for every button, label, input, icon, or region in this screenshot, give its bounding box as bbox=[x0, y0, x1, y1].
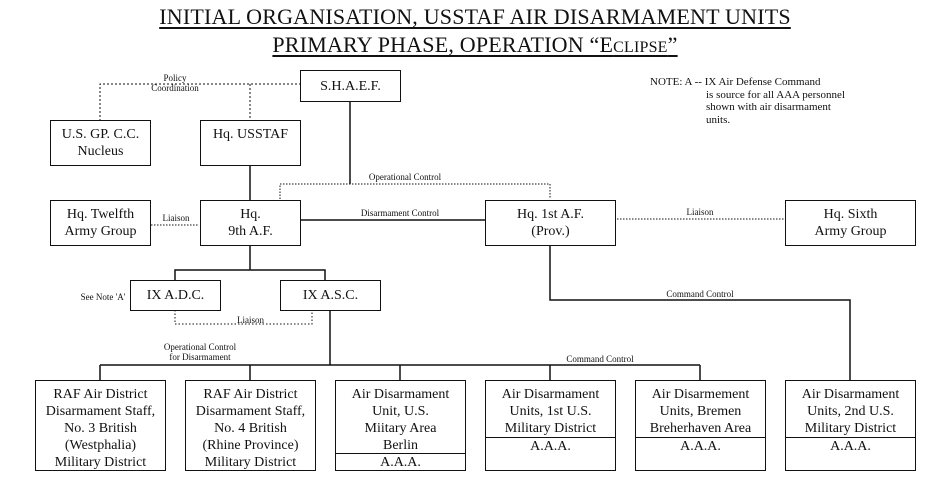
note-line: units. bbox=[706, 113, 731, 126]
node-label: Hq. 9th A.F. bbox=[228, 207, 273, 239]
unit-label: Air Disarmement Units, Bremen Breherhave… bbox=[649, 387, 752, 436]
unit-box-bremen: Air Disarmement Units, Bremen Breherhave… bbox=[635, 380, 766, 471]
policy-coordination-line bbox=[99, 83, 300, 121]
label-disarmament-control: Disarmament Control bbox=[360, 208, 440, 218]
node-label: Hq. 1st A.F. (Prov.) bbox=[517, 207, 584, 239]
unit-box-raf-no3: RAF Air District Disarmament Staff, No. … bbox=[35, 380, 166, 471]
node-label: Hq. Twelfth Army Group bbox=[64, 207, 137, 239]
unit-label: RAF Air District Disarmament Staff, No. … bbox=[195, 387, 306, 470]
node-ix-adc: IX A.D.C. bbox=[130, 280, 221, 311]
unit-label: Air Disarmament Units, 1st U.S. Military… bbox=[501, 387, 600, 436]
title-prefix: PRIMARY PHASE, OPERATION “ bbox=[272, 32, 600, 57]
note-line: is source for all AAA personnel bbox=[706, 88, 845, 101]
node-hq-1st-af: Hq. 1st A.F. (Prov.) bbox=[485, 200, 616, 246]
node-label: Hq. USSTAF bbox=[212, 127, 289, 142]
unit-aaa-label: A.A.A. bbox=[636, 437, 765, 455]
unit-box-2nd-us-district: Air Disarmament Units, 2nd U.S. Military… bbox=[785, 380, 916, 471]
title-eclipse-initial: E bbox=[599, 32, 614, 57]
node-label: S.H.A.E.F. bbox=[320, 78, 381, 94]
unit-box-berlin: Air Disarmament Unit, U.S. Miitary Area … bbox=[335, 380, 466, 471]
liaison-ix-line bbox=[174, 310, 313, 325]
label-command-control-right: Command Control bbox=[666, 289, 734, 299]
node-label: Hq. Sixth Army Group bbox=[814, 207, 887, 239]
note-a: NOTE: A -- IX Air Defense Command is sou… bbox=[650, 76, 845, 126]
node-ix-asc: IX A.S.C. bbox=[280, 280, 381, 311]
node-hq-twelfth-army-group: Hq. Twelfth Army Group bbox=[50, 200, 151, 246]
note-line: shown with air disarmament bbox=[706, 101, 831, 113]
label-policy-coordination: Policy Coordination bbox=[151, 73, 199, 93]
node-shaef: S.H.A.E.F. bbox=[300, 70, 401, 102]
unit-aaa-label: A.A.A. bbox=[336, 453, 465, 471]
title-suffix: ” bbox=[667, 32, 678, 57]
label-liaison-sixth: Liaison bbox=[686, 207, 714, 217]
title-eclipse-rest: CLIPSE bbox=[613, 39, 668, 56]
unit-aaa-label: A.A.A. bbox=[786, 437, 915, 455]
chart-title-line-1: INITIAL ORGANISATION, USSTAF AIR DISARMA… bbox=[159, 4, 791, 29]
unit-label: Air Disarmament Units, 2nd U.S. Military… bbox=[801, 387, 900, 436]
node-label: U.S. GP. C.C. Nucleus bbox=[61, 127, 140, 159]
label-operational-control-for-disarmament: Operational Control for Disarmament bbox=[163, 342, 237, 362]
unit-box-1st-us-district: Air Disarmament Units, 1st U.S. Military… bbox=[485, 380, 616, 471]
node-hq-sixth-army-group: Hq. Sixth Army Group bbox=[785, 200, 916, 246]
unit-box-raf-no4: RAF Air District Disarmament Staff, No. … bbox=[185, 380, 316, 471]
unit-label: RAF Air District Disarmament Staff, No. … bbox=[45, 387, 156, 470]
node-hq-usstaf: Hq. USSTAF bbox=[200, 120, 301, 166]
label-see-note-a: See Note 'A' bbox=[80, 292, 126, 302]
node-label: IX A.D.C. bbox=[146, 288, 205, 303]
node-hq-9th-af: Hq. 9th A.F. bbox=[200, 200, 301, 246]
unit-label: Air Disarmament Unit, U.S. Miitary Area … bbox=[351, 387, 450, 453]
label-liaison-ix: Liaison bbox=[237, 315, 264, 325]
ix-branch-line bbox=[174, 269, 326, 280]
node-us-gp-cc: U.S. GP. C.C. Nucleus bbox=[50, 120, 151, 166]
chart-title-line-2: PRIMARY PHASE, OPERATION “ECLIPSE” bbox=[0, 32, 950, 58]
node-label: IX A.S.C. bbox=[302, 288, 359, 303]
unit-aaa-label: A.A.A. bbox=[486, 437, 615, 455]
label-command-control-bottom: Command Control bbox=[566, 354, 634, 364]
label-liaison-twelfth: Liaison bbox=[162, 213, 190, 223]
label-operational-control: Operational Control bbox=[368, 172, 442, 182]
operational-control-line bbox=[279, 183, 551, 199]
note-first-line: NOTE: A -- IX Air Defense Command bbox=[650, 76, 821, 88]
command-control-line bbox=[549, 245, 851, 380]
